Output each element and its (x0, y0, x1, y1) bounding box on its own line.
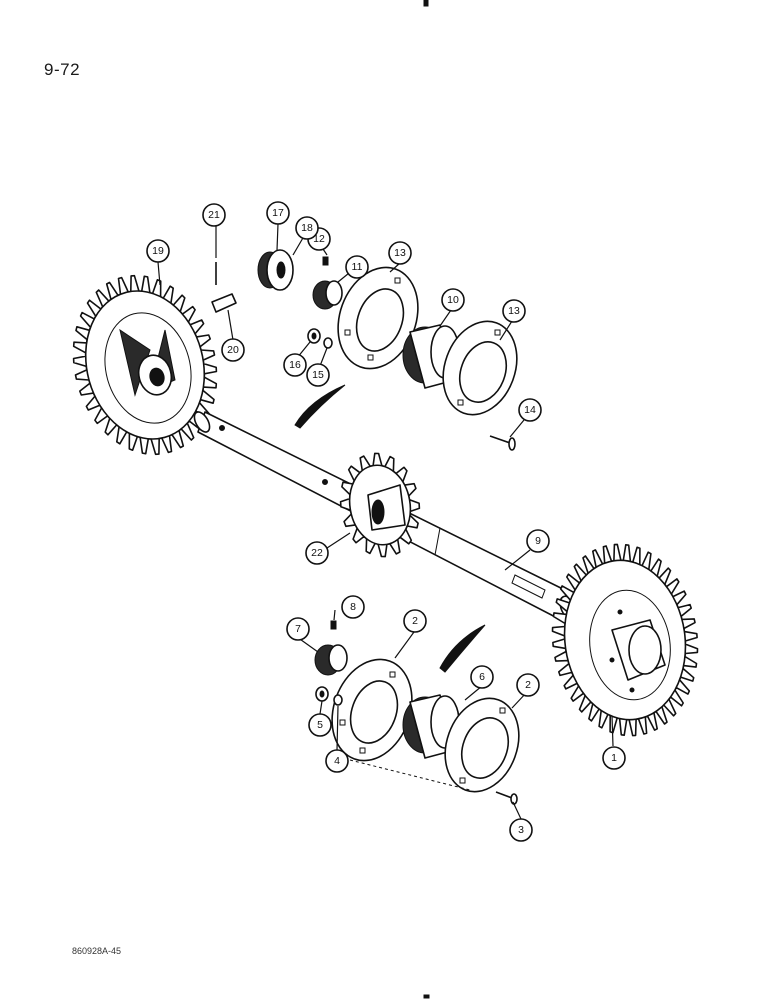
callout-8: 8 (341, 595, 365, 619)
collar-7 (314, 644, 348, 676)
callout-1: 1 (602, 746, 626, 770)
flange-2-left (331, 658, 413, 762)
callout-19: 19 (146, 239, 170, 263)
callout-15: 15 (306, 363, 330, 387)
svg-text:14: 14 (524, 404, 536, 416)
svg-text:11: 11 (352, 261, 363, 273)
svg-text:4: 4 (334, 755, 340, 767)
large-gear-19 (72, 274, 218, 456)
callout-17: 17 (266, 201, 290, 225)
page-mark-bottom (423, 994, 430, 999)
collar-11 (312, 280, 343, 310)
flange-13-right (442, 320, 518, 416)
callout-2: 2 (403, 609, 427, 633)
svg-text:15: 15 (312, 369, 324, 381)
callout-9: 9 (526, 529, 550, 553)
svg-text:18: 18 (301, 222, 313, 234)
flange-2-right (444, 697, 520, 793)
svg-text:17: 17 (272, 207, 284, 219)
bolt-14 (489, 435, 516, 451)
svg-text:22: 22 (311, 547, 323, 559)
svg-text:13: 13 (394, 247, 406, 259)
bolt-3 (495, 791, 518, 805)
callout-10: 10 (441, 288, 465, 312)
page-mark-top (423, 0, 429, 7)
svg-text:20: 20 (227, 344, 239, 356)
svg-text:6: 6 (479, 671, 485, 683)
callout-4: 4 (325, 749, 349, 773)
leader-lines (157, 223, 614, 820)
svg-text:12: 12 (313, 233, 325, 245)
gear-1 (551, 543, 699, 737)
washer-4 (333, 694, 343, 706)
figure-code: 860928A-45 (72, 946, 122, 956)
bearing-6 (402, 694, 460, 759)
svg-text:1: 1 (611, 752, 617, 764)
callout-13: 13 (388, 241, 412, 265)
nut-5 (315, 686, 329, 702)
svg-text:2: 2 (525, 679, 531, 691)
callout-14: 14 (518, 398, 542, 422)
svg-text:9: 9 (535, 535, 541, 547)
callout-22: 22 (305, 541, 329, 565)
sprocket-22 (339, 452, 421, 558)
callout-3: 3 (509, 818, 533, 842)
pin-20 (211, 293, 237, 313)
svg-text:19: 19 (152, 245, 164, 257)
callout-21: 21 (202, 203, 226, 227)
callout-6: 6 (470, 665, 494, 689)
svg-text:5: 5 (317, 719, 323, 731)
callout-13: 13 (502, 299, 526, 323)
setscrew-8 (330, 620, 337, 630)
svg-text:8: 8 (350, 601, 356, 613)
callout-20: 20 (221, 338, 245, 362)
flange-13-left (337, 266, 419, 370)
callout-18: 18 (295, 216, 319, 240)
svg-text:3: 3 (518, 824, 524, 836)
svg-text:13: 13 (508, 305, 520, 317)
assembly-dashed-line (349, 759, 471, 791)
callout-11: 11 (345, 255, 369, 279)
callout-7: 7 (286, 617, 310, 641)
callout-2: 2 (516, 673, 540, 697)
setscrew-12 (322, 256, 329, 266)
washer-15 (323, 337, 333, 349)
upper-direction-arrow (294, 384, 346, 429)
svg-text:2: 2 (412, 615, 418, 627)
nut-16 (307, 328, 321, 344)
svg-text:7: 7 (295, 623, 301, 635)
page-number: 9-72 (44, 60, 81, 79)
svg-text:10: 10 (447, 294, 459, 306)
svg-text:16: 16 (289, 359, 301, 371)
lower-direction-arrow (439, 624, 486, 673)
callout-5: 5 (308, 713, 332, 737)
hub-17-18 (257, 249, 294, 291)
callout-16: 16 (283, 353, 307, 377)
svg-text:21: 21 (208, 209, 220, 221)
